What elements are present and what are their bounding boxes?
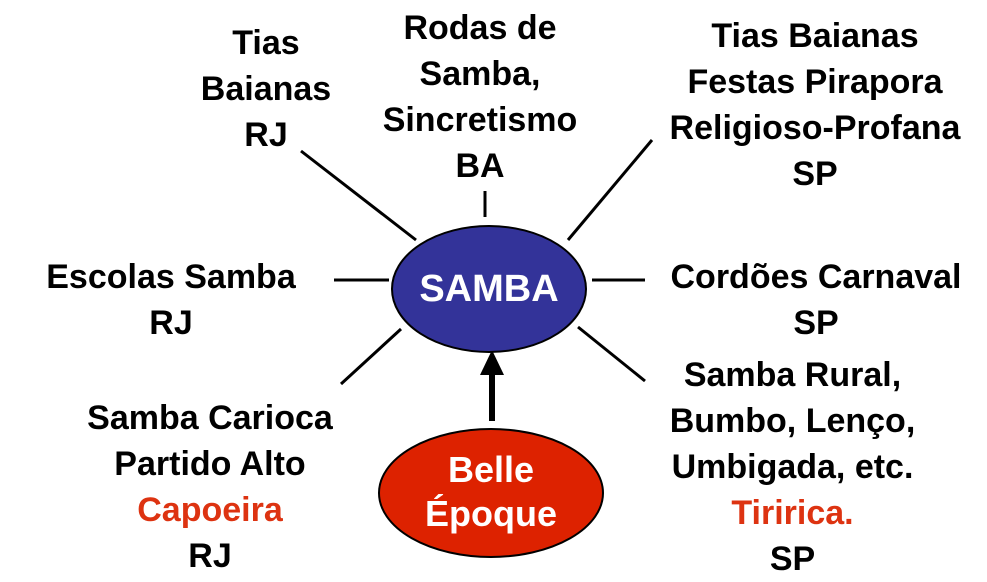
node-text: Bumbo, Lenço,: [669, 402, 916, 440]
node-text: Samba Carioca: [87, 399, 333, 437]
belle-epoque-label: Belle Époque: [379, 448, 603, 536]
node-text: RJ: [244, 116, 288, 154]
connector-top-left: [300, 149, 417, 242]
node-text: Partido Alto: [114, 445, 306, 483]
node-mid-left: Escolas Samba RJ: [16, 254, 326, 346]
connector-bottom-left: [339, 327, 403, 386]
origin-arrowhead: [480, 350, 504, 375]
node-text: Cordões Carnaval: [670, 258, 962, 296]
samba-ellipse: [391, 225, 587, 353]
belle-epoque-line-1: Belle: [447, 449, 535, 490]
belle-epoque-line-2: Époque: [425, 493, 557, 534]
node-text: Tiririca.: [731, 494, 854, 532]
node-text: Rodas de: [403, 9, 557, 47]
samba-label-text: SAMBA: [419, 268, 559, 310]
node-text: SP: [792, 155, 838, 193]
node-text: BA: [455, 147, 505, 185]
node-text: Baianas: [200, 70, 332, 108]
node-text: Escolas Samba: [46, 258, 296, 296]
node-text: Tias: [232, 24, 300, 62]
node-text: RJ: [149, 304, 193, 342]
node-mid-right: Cordões Carnaval SP: [645, 254, 987, 346]
belle-epoque-ellipse: [378, 428, 604, 558]
samba-label: SAMBA: [392, 266, 586, 312]
connector-top-right: [566, 139, 654, 241]
node-text: Umbigada, etc.: [671, 448, 914, 486]
node-top-center: Rodas de Samba, Sincretismo BA: [350, 5, 610, 189]
node-bottom-left: Samba Carioca Partido Alto Capoeira RJ: [50, 395, 370, 579]
node-text: Sincretismo: [382, 101, 578, 139]
node-text: Religioso-Profana: [669, 109, 961, 147]
node-text: RJ: [188, 537, 232, 575]
node-text: SP: [769, 540, 816, 578]
node-text: Capoeira: [137, 491, 283, 529]
node-text: Samba Rural,: [683, 356, 902, 394]
node-top-right: Tias Baianas Festas Pirapora Religioso-P…: [645, 13, 985, 197]
node-text: Festas Pirapora: [687, 63, 943, 101]
node-top-left: Tias Baianas RJ: [166, 20, 366, 158]
node-bottom-right: Samba Rural, Bumbo, Lenço, Umbigada, etc…: [635, 352, 950, 582]
node-text: Samba,: [419, 55, 541, 93]
node-text: SP: [793, 304, 839, 342]
connector-bottom-right: [577, 325, 646, 383]
node-text: Tias Baianas: [711, 17, 919, 55]
